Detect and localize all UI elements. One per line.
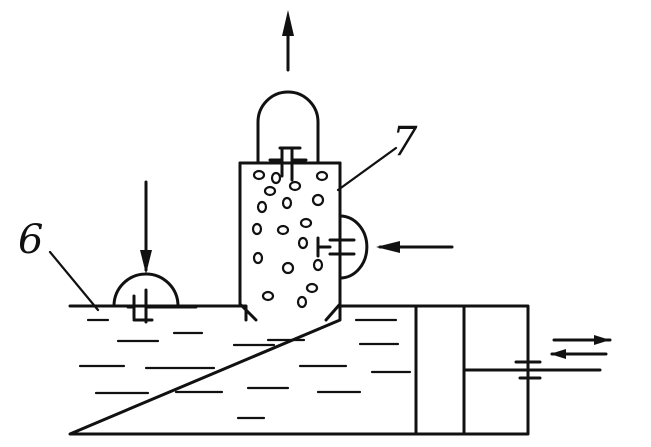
left-dome-electrode	[112, 272, 198, 324]
leader-line-7	[336, 146, 398, 192]
down-arrow-icon	[140, 180, 152, 274]
leader-line-6	[48, 250, 100, 312]
side-electrode	[316, 236, 356, 258]
up-arrow-icon	[282, 10, 294, 72]
top-dome	[256, 90, 320, 165]
label-7: 7	[392, 119, 418, 165]
bubbles	[251, 169, 329, 309]
left-arrow-icon	[376, 241, 454, 253]
main-vessel	[68, 304, 530, 436]
double-arrow-icon	[550, 335, 612, 359]
liquid-lines	[78, 318, 412, 420]
piston-assembly	[414, 304, 602, 436]
top-electrode	[268, 146, 308, 182]
label-6: 6	[18, 217, 44, 263]
